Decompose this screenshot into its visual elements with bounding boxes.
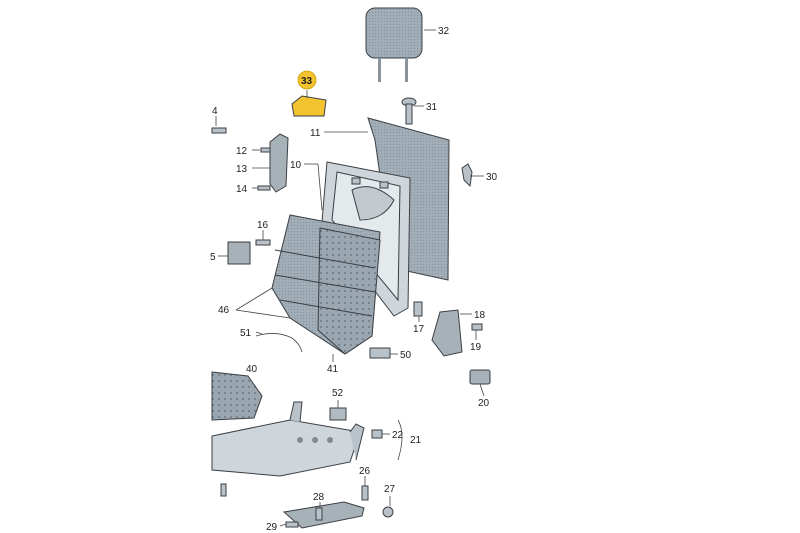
callout-22: 22	[392, 430, 404, 441]
callout-14: 14	[236, 184, 248, 195]
callout-20: 20	[478, 398, 490, 409]
seat-frame	[211, 401, 365, 477]
callout-13: 13	[236, 164, 248, 175]
latch	[469, 369, 491, 385]
cable	[255, 333, 303, 353]
callout-41: 41	[327, 364, 339, 375]
bolt	[211, 127, 227, 134]
callout-30: 30	[486, 172, 498, 183]
bracket	[227, 241, 251, 265]
highlight-badge	[297, 70, 317, 90]
callout-21: 21	[410, 435, 422, 446]
pin	[220, 483, 227, 497]
side-trim	[431, 309, 463, 357]
highlighted-part-cover	[291, 95, 327, 117]
callout-51: 51	[240, 328, 252, 339]
callout-labels: 32 31 11 30 10 33 4 12 13 14 16 5 46 51 …	[210, 26, 498, 533]
callout-19: 19	[470, 342, 482, 353]
callout-46: 46	[218, 305, 230, 316]
callout-27: 27	[384, 484, 396, 495]
callout-12: 12	[236, 146, 248, 157]
backrest-cushion	[271, 214, 381, 355]
callout-40: 40	[246, 364, 258, 375]
leader-lines	[215, 29, 485, 527]
callout-29: 29	[266, 522, 278, 533]
callout-31: 31	[426, 102, 438, 113]
callout-4: 4	[212, 106, 218, 117]
callout-10: 10	[290, 160, 302, 171]
callout-32: 32	[438, 26, 450, 37]
callout-52: 52	[332, 388, 344, 399]
screw-19	[471, 323, 483, 331]
pin-28	[315, 507, 323, 521]
headrest	[365, 7, 423, 82]
callout-33: 33	[301, 76, 313, 87]
seat-cushion	[211, 371, 263, 421]
cap	[371, 429, 383, 439]
label-plate	[329, 407, 347, 421]
nut-27	[382, 506, 394, 518]
callout-50: 50	[400, 350, 412, 361]
fastener-small	[413, 301, 423, 317]
clip-part	[461, 163, 473, 188]
callout-28: 28	[313, 492, 325, 503]
callout-17: 17	[413, 324, 425, 335]
screw-29	[285, 521, 299, 528]
callout-16: 16	[257, 220, 269, 231]
callout-5: 5	[210, 252, 216, 263]
rail-part	[282, 501, 365, 529]
callout-11: 11	[310, 128, 321, 139]
callout-18: 18	[474, 310, 486, 321]
hinge-parts	[257, 133, 289, 193]
bolt-26	[361, 485, 369, 501]
connector	[369, 347, 391, 359]
callout-26: 26	[359, 466, 371, 477]
screw	[255, 239, 271, 246]
headrest-guide	[401, 97, 417, 125]
